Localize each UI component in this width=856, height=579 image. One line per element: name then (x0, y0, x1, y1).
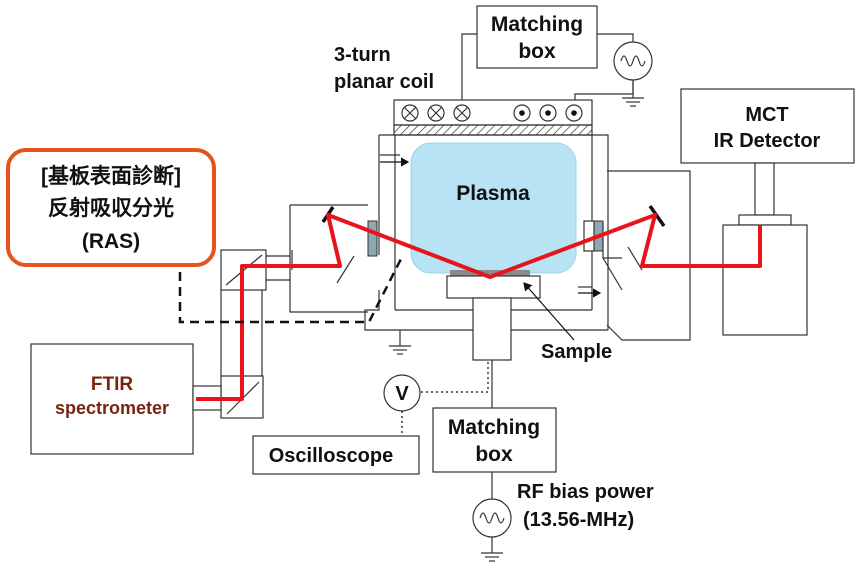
oscilloscope: Oscilloscope (252, 435, 420, 475)
top-matching-box: Matching box (476, 5, 598, 69)
ground-icon (389, 330, 411, 355)
mct-label-2: IR Detector (714, 130, 821, 152)
mct-label-1: MCT (745, 104, 788, 126)
dielectric-window (393, 124, 593, 136)
ir-beam-path (196, 213, 762, 401)
ground-icon (481, 537, 503, 562)
bottom-matching-box: Matching box (432, 407, 557, 473)
right-mirror (648, 204, 666, 228)
voltmeter: V (383, 374, 421, 412)
rf-bias-label-1: RF bias power (517, 481, 654, 503)
coil-label-1: 3-turn (334, 44, 391, 66)
sample-pointer (523, 282, 575, 341)
planar-coil (393, 99, 593, 136)
coil-label-2: planar coil (334, 71, 434, 93)
oscilloscope-label: Oscilloscope (269, 445, 394, 467)
left-ir-window (367, 220, 378, 257)
ras-label-3: (RAS) (82, 230, 140, 253)
sample-stage (446, 270, 541, 361)
ftir-spectrometer: FTIR spectrometer (30, 343, 194, 455)
ras-label-box: [基板表面診断] 反射吸収分光 (RAS) (6, 148, 216, 267)
ras-label-1: [基板表面診断] (41, 164, 181, 188)
probe-lead (420, 362, 489, 393)
ftir-label-2: spectrometer (55, 398, 169, 418)
cross-in-circle-icon (401, 104, 471, 122)
sine-wave-source-icon (472, 498, 512, 538)
bottom-matching-box-label-1: Matching (448, 416, 540, 439)
sine-wave-source-icon (613, 41, 653, 81)
ras-pointer-line (178, 254, 405, 324)
ground-icon (622, 80, 644, 107)
bottom-matching-box-label-2: box (475, 443, 513, 466)
rf-bias-label-2: (13.56-MHz) (523, 509, 634, 531)
sample-label: Sample (541, 341, 612, 363)
left-optics-box (266, 204, 368, 313)
top-matching-box-label-2: box (518, 40, 556, 63)
dot-in-circle-icon (513, 104, 583, 122)
mct-detector: MCT IR Detector (680, 88, 855, 336)
top-matching-box-label-1: Matching (491, 13, 583, 36)
ras-label-2: 反射吸収分光 (48, 196, 174, 220)
voltmeter-label: V (395, 383, 409, 405)
plasma-label: Plasma (456, 182, 530, 205)
ftir-label-1: FTIR (91, 374, 133, 395)
